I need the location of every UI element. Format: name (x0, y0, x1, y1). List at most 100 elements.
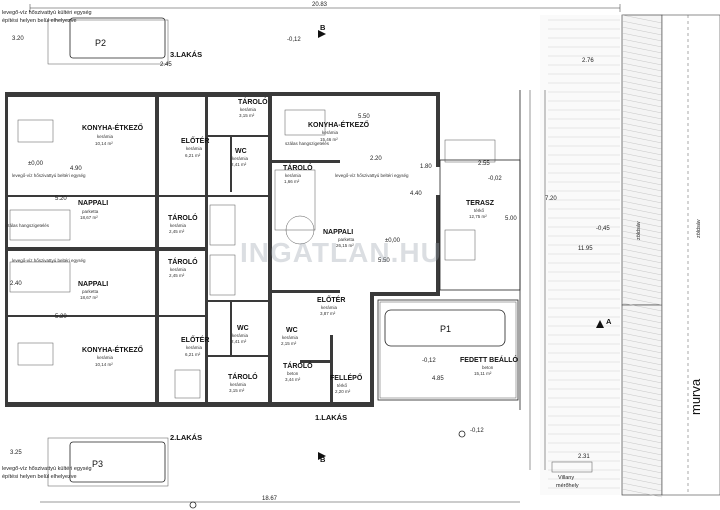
svg-text:kerámia: kerámia (230, 382, 247, 387)
furniture (9, 109, 496, 366)
room-storage-2: TÁROLÓ kerámia 3,15 m² (228, 372, 258, 393)
hvac-note-top-2: építési helyen belül elhelyezve (2, 18, 77, 24)
room-kitchen-2: KONYHA-ÉTKEZŐ kerámia 10,14 m² (82, 345, 144, 367)
svg-text:kerámia: kerámia (170, 267, 187, 272)
svg-text:NAPPALI: NAPPALI (323, 229, 353, 236)
svg-text:kerámia: kerámia (240, 107, 257, 112)
svg-text:2.45: 2.45 (160, 62, 172, 68)
svg-text:2.40: 2.40 (10, 281, 22, 287)
svg-text:kerámia: kerámia (321, 305, 338, 310)
room-storage-1b: TÁROLÓ beton 3,44 m² (283, 361, 313, 382)
survey-point-icon (189, 501, 197, 509)
svg-text:18,67 m²: 18,67 m² (80, 215, 98, 220)
room-steps-1: FELLÉPŐ térkő 2,20 m² (330, 373, 363, 394)
electric-meter: Villany mérőhely (551, 461, 593, 489)
svg-text:B: B (320, 23, 326, 32)
svg-text:WC: WC (235, 148, 247, 155)
bottom-total-dim: 18.67 (262, 496, 278, 502)
level-zero-3: ±0,00 (28, 161, 44, 167)
room-wc-2: WC kerámia 2,41 m² (231, 325, 249, 344)
svg-text:KONYHA-ÉTKEZŐ: KONYHA-ÉTKEZŐ (82, 345, 144, 354)
room-kitchen-1: KONYHA-ÉTKEZŐ kerámia 15,46 m² (308, 120, 370, 142)
svg-text:kerámia: kerámia (97, 355, 114, 360)
room-wc-1: WC kerámia 2,15 m² (281, 327, 299, 346)
svg-text:kerámia: kerámia (186, 345, 203, 350)
dimension-labels: 2.45 3.20 5.20 5.20 4.90 4.40 5.50 5.50 … (10, 36, 594, 460)
room-living-2: NAPPALI parketta 18,67 m² (78, 281, 108, 300)
svg-text:3,87 m²: 3,87 m² (320, 311, 336, 316)
svg-text:NAPPALI: NAPPALI (78, 200, 108, 207)
top-dimension: 20.83 (29, 2, 621, 12)
room-entry-2: ELŐTÉR kerámia 6,21 m² (181, 335, 209, 357)
svg-text:10,14 m²: 10,14 m² (95, 141, 113, 146)
room-living-3: NAPPALI parketta 18,67 m² (78, 200, 108, 220)
room-storage-3: TÁROLÓ kerámia 3,15 m² (238, 97, 268, 118)
hvac-indoor-note-1: levegő-víz hőszivattyú beltéri egység (335, 173, 409, 178)
svg-text:4.40: 4.40 (410, 191, 422, 197)
svg-text:3,15 m²: 3,15 m² (239, 113, 255, 118)
svg-text:5.20: 5.20 (55, 196, 67, 202)
svg-text:11.95: 11.95 (578, 246, 593, 252)
svg-text:15,11 m²: 15,11 m² (474, 371, 492, 376)
parking-p1-label: P1 (440, 324, 451, 334)
svg-text:parketta: parketta (338, 237, 355, 242)
svg-text:12,75 m²: 12,75 m² (469, 214, 487, 219)
gravel-label: murva (688, 378, 703, 415)
room-living-1: NAPPALI parketta 26,15 m² (323, 229, 355, 248)
svg-text:kerámia: kerámia (170, 223, 187, 228)
parking-p2: P2 (47, 17, 169, 65)
svg-text:FEDETT BEÁLLÓ: FEDETT BEÁLLÓ (460, 355, 518, 364)
section-marker-b-bottom: B (318, 452, 326, 464)
svg-text:5.20: 5.20 (55, 314, 67, 320)
svg-text:26,15 m²: 26,15 m² (336, 243, 354, 248)
svg-text:kerámia: kerámia (97, 134, 114, 139)
svg-text:3.20: 3.20 (12, 36, 24, 42)
room-entry-3: ELŐTÉR kerámia 6,21 m² (181, 136, 209, 158)
svg-text:1.80: 1.80 (420, 164, 432, 170)
svg-text:parketta: parketta (82, 289, 99, 294)
svg-text:térkő: térkő (337, 383, 348, 388)
building-walls (5, 92, 440, 407)
svg-text:4.85: 4.85 (432, 376, 444, 382)
room-terrace-1: TERASZ térkő 12,75 m² (466, 200, 495, 219)
insulation-note-3: szálas hangszigetelés (5, 223, 50, 228)
svg-text:beton: beton (482, 365, 494, 370)
svg-text:WC: WC (286, 327, 298, 334)
svg-text:1,66 m²: 1,66 m² (284, 179, 300, 184)
level-right: -0,45 (596, 226, 610, 232)
svg-text:5.50: 5.50 (378, 258, 390, 264)
svg-text:FELLÉPŐ: FELLÉPŐ (330, 373, 363, 382)
stair-boxes (174, 169, 316, 399)
hvac-note-bot-2: építési helyen belül elhelyezve (2, 474, 77, 480)
svg-text:KONYHA-ÉTKEZŐ: KONYHA-ÉTKEZŐ (308, 120, 370, 129)
survey-point-icon (458, 430, 466, 438)
svg-text:kerámia: kerámia (186, 146, 203, 151)
room-kitchen-3: KONYHA-ÉTKEZŐ kerámia 10,14 m² (82, 123, 144, 146)
svg-text:kerámia: kerámia (285, 173, 302, 178)
meter-label-2: mérőhely (556, 483, 579, 489)
svg-text:3.25: 3.25 (10, 450, 22, 456)
svg-text:TÁROLÓ: TÁROLÓ (283, 163, 313, 172)
section-marker-b-top: B (318, 23, 326, 38)
hvac-note-bot-1: levegő-víz hőszivattyú kültéri egység (2, 466, 92, 472)
parking-p2-label: P2 (95, 38, 106, 48)
svg-text:7.20: 7.20 (545, 196, 557, 202)
svg-text:TÁROLÓ: TÁROLÓ (228, 372, 258, 381)
svg-text:beton: beton (287, 371, 299, 376)
svg-text:15,46 m²: 15,46 m² (320, 137, 338, 142)
svg-text:10,14 m²: 10,14 m² (95, 362, 113, 367)
gravel-area (661, 14, 720, 496)
svg-text:2,45 m²: 2,45 m² (169, 273, 185, 278)
section-marker-a: A (596, 317, 612, 328)
svg-text:18,67 m²: 18,67 m² (80, 295, 98, 300)
svg-text:2,20 m²: 2,20 m² (335, 389, 351, 394)
svg-text:6,21 m²: 6,21 m² (185, 153, 201, 158)
room-stair-storage-3: TÁROLÓ kerámia 2,45 m² (168, 213, 198, 234)
room-stair-storage-2: TÁROLÓ kerámia 2,45 m² (168, 257, 198, 278)
hvac-indoor-note-3: levegő-víz hőszivattyú beltéri egység (12, 173, 86, 178)
parking-p3-label: P3 (92, 459, 103, 469)
green-strip-label-1: zöldsáv (636, 221, 642, 240)
top-total-dim: 20.83 (312, 2, 328, 8)
svg-text:TÁROLÓ: TÁROLÓ (168, 213, 198, 222)
